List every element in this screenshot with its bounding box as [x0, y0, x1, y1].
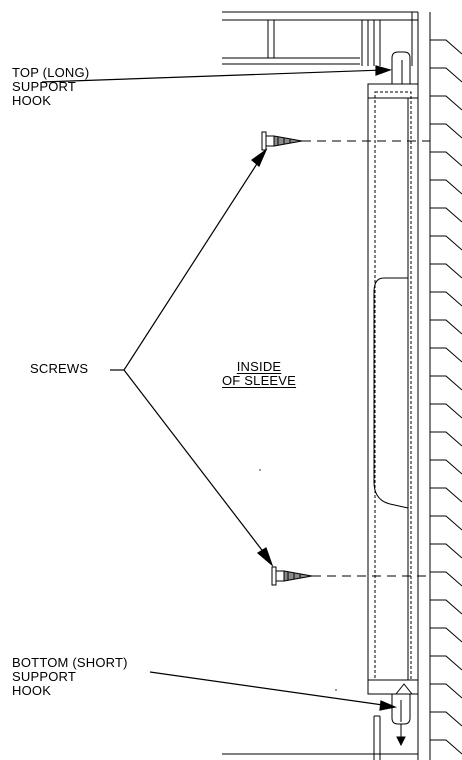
- screws-text: SCREWS: [30, 361, 89, 376]
- bottom-hook-line-1: BOTTOM (SHORT): [12, 655, 128, 670]
- leader-screws: [110, 150, 272, 565]
- screw-icon-upper: [262, 132, 302, 150]
- screws-label: SCREWS: [30, 362, 88, 376]
- screw-icon-lower: [272, 567, 312, 585]
- bottom-support-hook-label: BOTTOM (SHORT) SUPPORT HOOK: [12, 656, 128, 698]
- screw-alignment-lines: [302, 141, 430, 576]
- down-arrow-icon: [397, 724, 405, 745]
- inside-of-sleeve-label: INSIDE OF SLEEVE: [222, 360, 296, 388]
- leader-top-hook: [42, 66, 390, 82]
- top-hook-line-2: SUPPORT: [12, 79, 77, 94]
- bottom-support-hook: [392, 684, 412, 724]
- print-specks: [259, 469, 337, 691]
- top-hook-line-1: TOP (LONG): [12, 65, 90, 80]
- top-support-hook-label: TOP (LONG) SUPPORT HOOK: [12, 66, 89, 108]
- inside-line-1: INSIDE: [236, 359, 282, 374]
- bottom-hook-line-2: SUPPORT: [12, 669, 77, 684]
- top-hook-line-3: HOOK: [12, 93, 52, 108]
- louvre-fins: [430, 12, 462, 760]
- bottom-frame: [222, 716, 418, 760]
- sleeve-body: [368, 84, 418, 694]
- inside-line-2: OF SLEEVE: [222, 373, 297, 388]
- leader-bottom-hook: [150, 672, 395, 710]
- bottom-hook-line-3: HOOK: [12, 683, 52, 698]
